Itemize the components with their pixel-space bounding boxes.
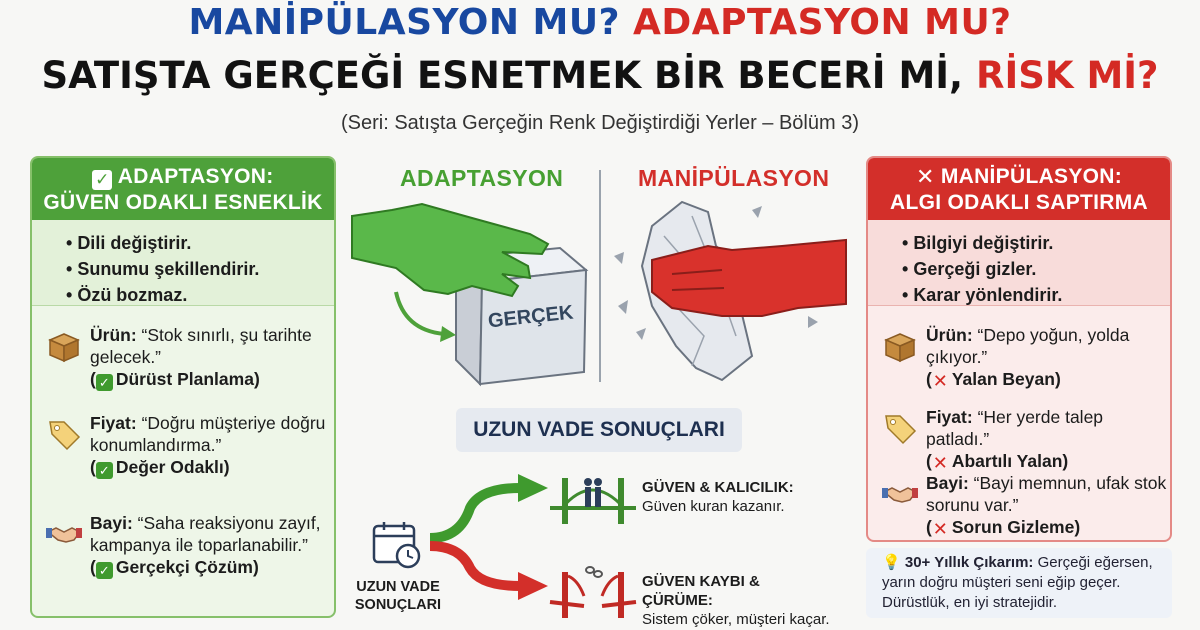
good-outcome: GÜVEN & KALICILIK: Güven kuran kazanır. [642, 478, 832, 516]
verdict: (✕Yalan Beyan) [926, 369, 1061, 391]
manipulation-panel-heading: ✕ MANİPÜLASYON: ALGI ODAKLI SAPTIRMA [868, 158, 1170, 220]
manipulation-illustration [614, 200, 847, 382]
calendar-icon [372, 522, 421, 569]
center-divider [599, 170, 601, 382]
verdict: (✓Dürüst Planlama) [90, 369, 260, 391]
adaptation-example-price: Fiyat: “Doğru müşteriye doğru konumlandı… [44, 412, 334, 479]
takeaway-box: 💡 30+ Yıllık Çıkarım: Gerçeği eğersen, y… [866, 548, 1172, 618]
manipulation-example-product: Ürün: “Depo yoğun, yolda çıkıyor.” (✕Yal… [880, 324, 1170, 390]
main-subtitle-question: SATIŞTA GERÇEĞİ ESNETMEK BİR BECERİ Mİ, … [0, 54, 1200, 97]
handshake-icon [882, 487, 918, 503]
good-outcome-text: Güven kuran kazanır. [642, 498, 785, 515]
cross-icon: ✕ [932, 519, 948, 539]
example-text: “Depo yoğun, yolda çıkıyor.” [926, 325, 1130, 367]
main-title: MANİPÜLASYON MU? ADAPTASYON MU? [0, 2, 1200, 43]
manipulation-bullets: Bilgiyi değiştirir. Gerçeği gizler. Kara… [868, 220, 1170, 306]
takeaway-text: Gerçeği eğersen, yarın doğru müşteri sen… [882, 554, 1153, 611]
title2-part1: SATIŞTA GERÇEĞİ ESNETMEK BİR BECERİ Mİ, [41, 54, 964, 97]
title-part-adaptation: ADAPTASYON MU? [633, 2, 1012, 43]
example-label: Fiyat: [90, 413, 137, 433]
adaptation-illustration [351, 202, 589, 387]
cross-icon: ✕ [915, 164, 935, 189]
list-item: Dili değiştirir. [66, 230, 334, 256]
example-text: “Doğru müşteriye doğru konumlandırma.” [90, 413, 326, 455]
example-text: “Her yerde talep patladı.” [926, 407, 1104, 449]
bad-outcome-title: GÜVEN KAYBI & ÇÜRÜME: [642, 573, 760, 609]
box-icon [884, 333, 916, 363]
example-text: “Saha reaksiyonu zayıf, kampanya ile top… [90, 513, 321, 555]
handshake-icon [46, 527, 82, 543]
long-term-title: UZUN VADE SONUÇLARI [456, 408, 742, 452]
series-subtitle: (Seri: Satışta Gerçeğin Renk Değiştirdiğ… [340, 112, 859, 134]
red-fist-icon [651, 238, 847, 317]
cross-icon: ✕ [932, 371, 948, 391]
manipulation-label: MANİPÜLASYON [638, 165, 830, 191]
title-part-manipulation: MANİPÜLASYON MU? [188, 2, 620, 43]
green-arrow-icon [429, 483, 521, 543]
list-item: Gerçeği gizler. [902, 256, 1170, 282]
list-item: Özü bozmaz. [66, 282, 334, 308]
example-label: Bayi: [90, 513, 133, 533]
example-label: Ürün: [926, 325, 973, 345]
adaptation-example-dealer: Bayi: “Saha reaksiyonu zayıf, kampanya i… [44, 512, 334, 579]
list-item: Karar yönlendirir. [902, 282, 1170, 308]
adaptation-panel: ✓ ADAPTASYON: GÜVEN ODAKLI ESNEKLİK Dili… [30, 156, 336, 618]
red-arrow-icon [429, 541, 521, 591]
example-text: “Stok sınırlı, şu tarihte gelecek.” [90, 325, 312, 367]
list-item: Bilgiyi değiştirir. [902, 230, 1170, 256]
green-hand-icon [351, 202, 550, 298]
verdict: (✓Gerçekçi Çözüm) [90, 557, 259, 579]
bad-outcome-text: Sistem çöker, müşteri kaçar. [642, 611, 830, 628]
adaptation-heading-line1: ADAPTASYON: [117, 165, 274, 188]
long-term-icon-label: UZUN VADE SONUÇLARI [354, 579, 442, 613]
manipulation-panel: ✕ MANİPÜLASYON: ALGI ODAKLI SAPTIRMA Bil… [866, 156, 1172, 542]
good-outcome-title: GÜVEN & KALICILIK: [642, 479, 794, 496]
lightbulb-icon: 💡 [882, 554, 901, 571]
curved-arrow-icon [394, 291, 445, 336]
cross-icon: ✕ [932, 453, 948, 473]
price-tag-icon [885, 415, 917, 445]
bridge-icon [550, 478, 636, 524]
box-icon [48, 333, 80, 363]
adaptation-bullets: Dili değiştirir. Sunumu şekillendirir. Ö… [32, 220, 334, 306]
check-icon: ✓ [95, 562, 113, 579]
manipulation-example-dealer: Bayi: “Bayi memnun, ufak stok sorunu var… [880, 472, 1170, 538]
example-label: Fiyat: [926, 407, 973, 427]
adaptation-label: ADAPTASYON [400, 165, 564, 191]
check-icon: ✓ [95, 374, 113, 391]
broken-bridge-icon [549, 566, 637, 618]
title2-part2: RİSK Mİ? [975, 54, 1159, 97]
verdict: (✕Abartılı Yalan) [926, 451, 1069, 473]
example-text: “Bayi memnun, ufak stok sorunu var.” [926, 473, 1167, 515]
verdict: (✕Sorun Gizleme) [926, 517, 1081, 539]
check-icon: ✓ [95, 462, 113, 479]
manipulation-example-price: Fiyat: “Her yerde talep patladı.” (✕Abar… [880, 406, 1170, 472]
branch-arrows [429, 474, 548, 600]
adaptation-example-product: Ürün: “Stok sınırlı, şu tarihte gelecek.… [44, 324, 334, 391]
takeaway-label: 30+ Yıllık Çıkarım: [904, 554, 1034, 571]
adaptation-panel-heading: ✓ ADAPTASYON: GÜVEN ODAKLI ESNEKLİK [32, 158, 334, 220]
manipulation-heading-line1: MANİPÜLASYON: [940, 165, 1123, 188]
bad-outcome: GÜVEN KAYBI & ÇÜRÜME: Sistem çöker, müşt… [642, 572, 832, 629]
example-label: Bayi: [926, 473, 969, 493]
manipulation-heading-line2: ALGI ODAKLI SAPTIRMA [890, 191, 1148, 214]
list-item: Sunumu şekillendirir. [66, 256, 334, 282]
verdict: (✓Değer Odaklı) [90, 457, 230, 479]
price-tag-icon [49, 421, 81, 451]
adaptation-heading-line2: GÜVEN ODAKLI ESNEKLİK [43, 191, 323, 214]
example-label: Ürün: [90, 325, 137, 345]
check-icon: ✓ [92, 170, 113, 190]
